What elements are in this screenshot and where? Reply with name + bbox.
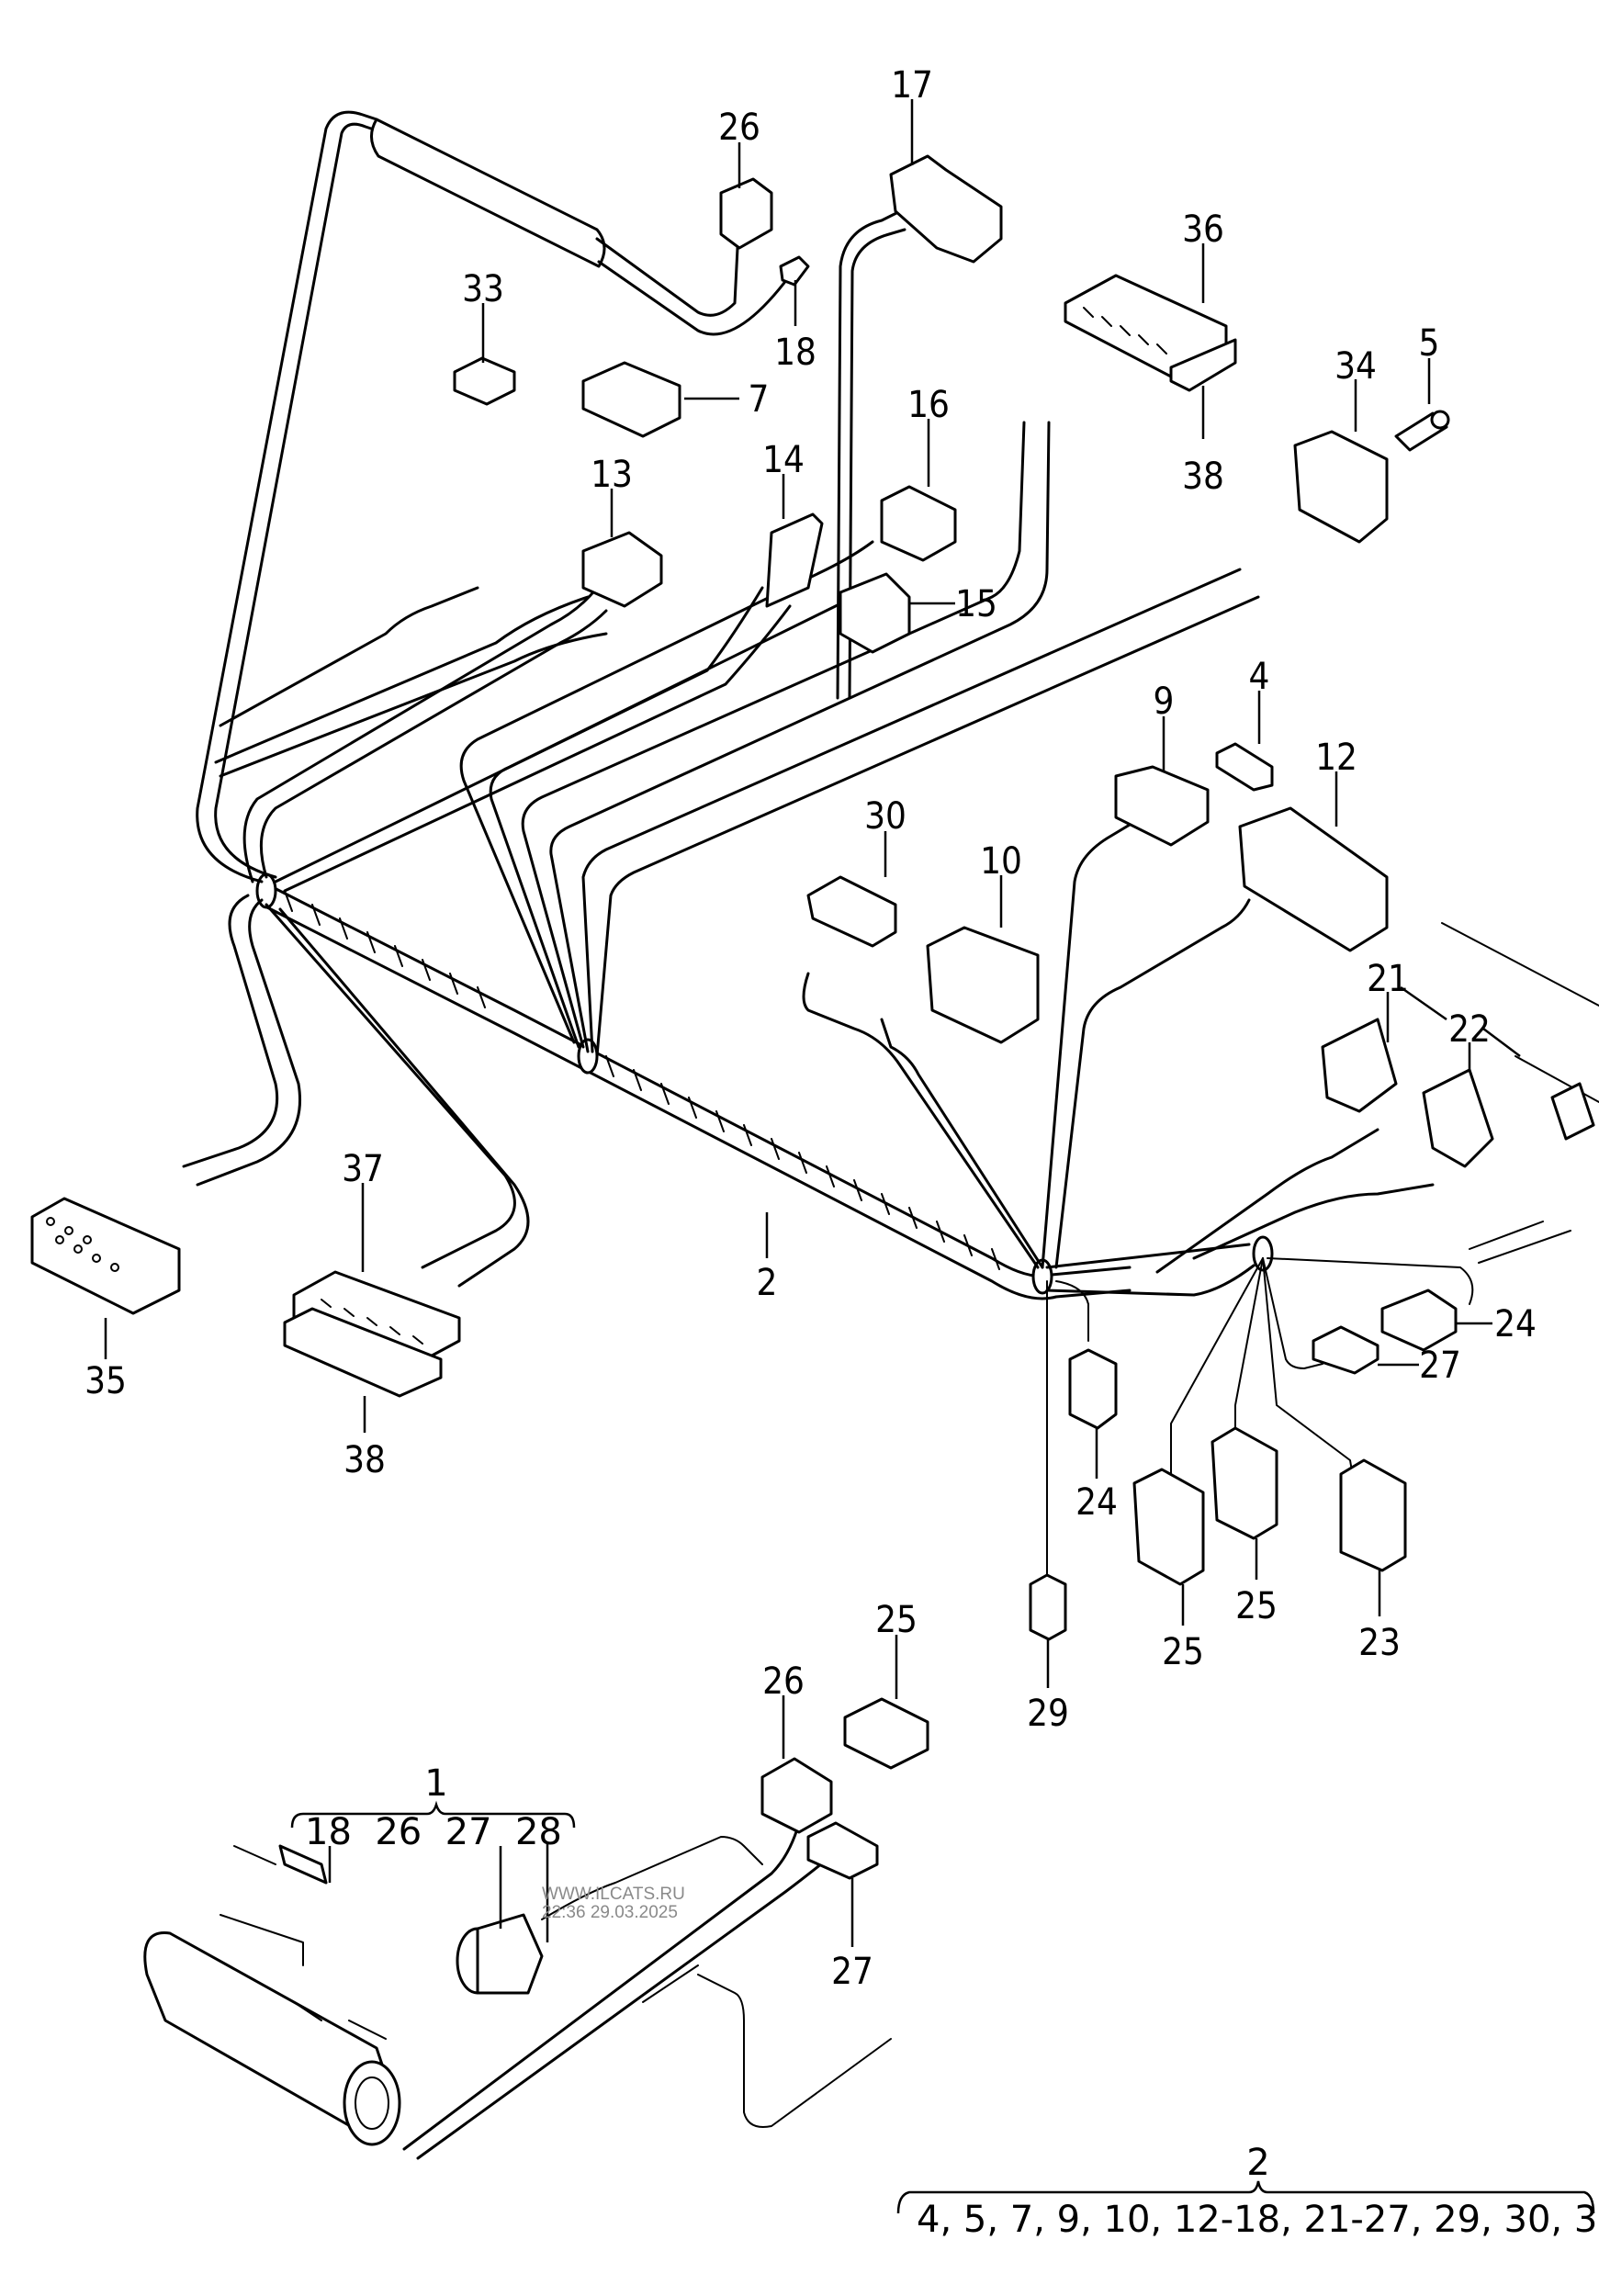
connector-27-bottom	[806, 1821, 879, 1880]
connector-35	[30, 1197, 181, 1315]
connector-16	[880, 485, 957, 562]
callout-35[interactable]: 35	[84, 1360, 127, 1402]
watermark-site: WWW.ILCATS.RU	[542, 1885, 685, 1904]
connector-24-right	[1380, 1289, 1458, 1352]
callout-10[interactable]: 10	[980, 840, 1022, 883]
sleeve-18-top	[779, 255, 810, 287]
connector-25-a	[1132, 1468, 1205, 1586]
callout-12[interactable]: 12	[1315, 737, 1357, 779]
main-harness-trunk	[255, 872, 1274, 1300]
connector-24-left	[1068, 1348, 1118, 1430]
callout-15[interactable]: 15	[955, 583, 997, 625]
group-2-label: 2 4, 5, 7, 9, 10, 12-18, 21-27, 29, 30, …	[917, 2142, 1599, 2241]
left-branches	[182, 894, 530, 1288]
group-2-brace	[896, 2180, 1595, 2214]
callout-36[interactable]: 36	[1182, 208, 1224, 251]
callout-23[interactable]: 23	[1358, 1622, 1401, 1664]
connector-33	[453, 356, 516, 406]
connector-9	[1114, 765, 1210, 847]
callout-27-right[interactable]: 27	[1419, 1345, 1461, 1387]
callout-24-left[interactable]: 24	[1075, 1481, 1118, 1524]
callout-38-bottom[interactable]: 38	[343, 1439, 386, 1481]
callout-25-b[interactable]: 25	[1235, 1585, 1278, 1627]
connector-38-bottom	[283, 1307, 443, 1398]
relay-12	[1238, 806, 1389, 952]
callout-26-bottom[interactable]: 26	[762, 1660, 805, 1703]
callout-9[interactable]: 9	[1154, 681, 1175, 723]
connector-30	[806, 875, 897, 948]
callout-33[interactable]: 33	[462, 268, 504, 310]
callout-13[interactable]: 13	[591, 454, 633, 496]
resistor-cylinder	[143, 1931, 401, 2146]
group-1-brace	[290, 1800, 576, 1829]
connector-10	[926, 926, 1040, 1044]
callout-37[interactable]: 37	[342, 1148, 384, 1190]
callout-7[interactable]: 7	[749, 378, 770, 421]
bulb-5	[1394, 410, 1450, 452]
callout-2-main[interactable]: 2	[757, 1262, 778, 1304]
connector-29	[1029, 1573, 1067, 1641]
cylinder-part	[1550, 1082, 1595, 1141]
callout-17[interactable]: 17	[891, 64, 933, 107]
callout-30[interactable]: 30	[864, 795, 906, 838]
group-1-label: 1 18 26 27 28	[305, 1762, 562, 1853]
callout-16[interactable]: 16	[907, 384, 950, 426]
grommet-28	[456, 1913, 544, 1995]
callout-27-bottom[interactable]: 27	[831, 1951, 873, 1993]
connector-27-right	[1312, 1325, 1379, 1375]
connector-13	[581, 531, 663, 608]
terminals-21	[1321, 1018, 1398, 1113]
watermark: WWW.ILCATS.RU 22:36 29.03.2025	[542, 1885, 685, 1922]
callout-25-a[interactable]: 25	[1162, 1631, 1204, 1673]
connector-14	[765, 512, 824, 608]
callout-14[interactable]: 14	[762, 439, 805, 481]
callout-24-right[interactable]: 24	[1494, 1303, 1537, 1345]
watermark-timestamp: 22:36 29.03.2025	[542, 1903, 678, 1922]
callout-26-top[interactable]: 26	[718, 107, 760, 149]
connector-25-b	[1211, 1426, 1278, 1540]
connector-26-top	[719, 177, 773, 250]
leader-lines	[104, 99, 1521, 1947]
callout-4[interactable]: 4	[1249, 656, 1270, 698]
callout-18-top[interactable]: 18	[774, 332, 816, 374]
connector-17	[889, 154, 1003, 264]
connector-7	[581, 361, 681, 438]
callout-21[interactable]: 21	[1367, 958, 1409, 1000]
connector-23	[1339, 1458, 1407, 1572]
group-2-title[interactable]: 2	[1246, 2142, 1269, 2184]
connector-38-top	[1169, 338, 1237, 392]
connector-26-bottom	[760, 1757, 833, 1834]
trunk-wrap-hatch	[284, 890, 1000, 1270]
callout-38-top[interactable]: 38	[1182, 456, 1224, 498]
group-1-items: 18 26 27 28	[305, 1811, 562, 1853]
callout-5[interactable]: 5	[1419, 322, 1440, 365]
sub-harness-1	[143, 1757, 892, 2160]
connector-25-loose	[843, 1697, 929, 1770]
callout-34[interactable]: 34	[1334, 345, 1377, 388]
terminals-22	[1422, 1068, 1494, 1168]
lower-right-branches	[802, 806, 1474, 1581]
callout-29[interactable]: 29	[1027, 1693, 1069, 1735]
upper-left-branches	[196, 110, 1260, 1058]
spade-terminals	[1469, 1221, 1571, 1264]
group-1-title[interactable]: 1	[424, 1762, 447, 1805]
group-2-items: 4, 5, 7, 9, 10, 12-18, 21-27, 29, 30, 33…	[917, 2199, 1599, 2241]
sleeve-18-bottom	[278, 1844, 328, 1885]
connector-4	[1215, 742, 1274, 792]
callout-25-loose[interactable]: 25	[875, 1599, 918, 1641]
connectors	[30, 154, 1599, 1770]
connector-34	[1293, 430, 1389, 544]
callout-22[interactable]: 22	[1448, 1008, 1491, 1051]
connector-15	[839, 572, 911, 654]
callout-labels: 26 17 36 33 18 7 5 34 16 38 13 14 15 9 4…	[84, 64, 1537, 1993]
